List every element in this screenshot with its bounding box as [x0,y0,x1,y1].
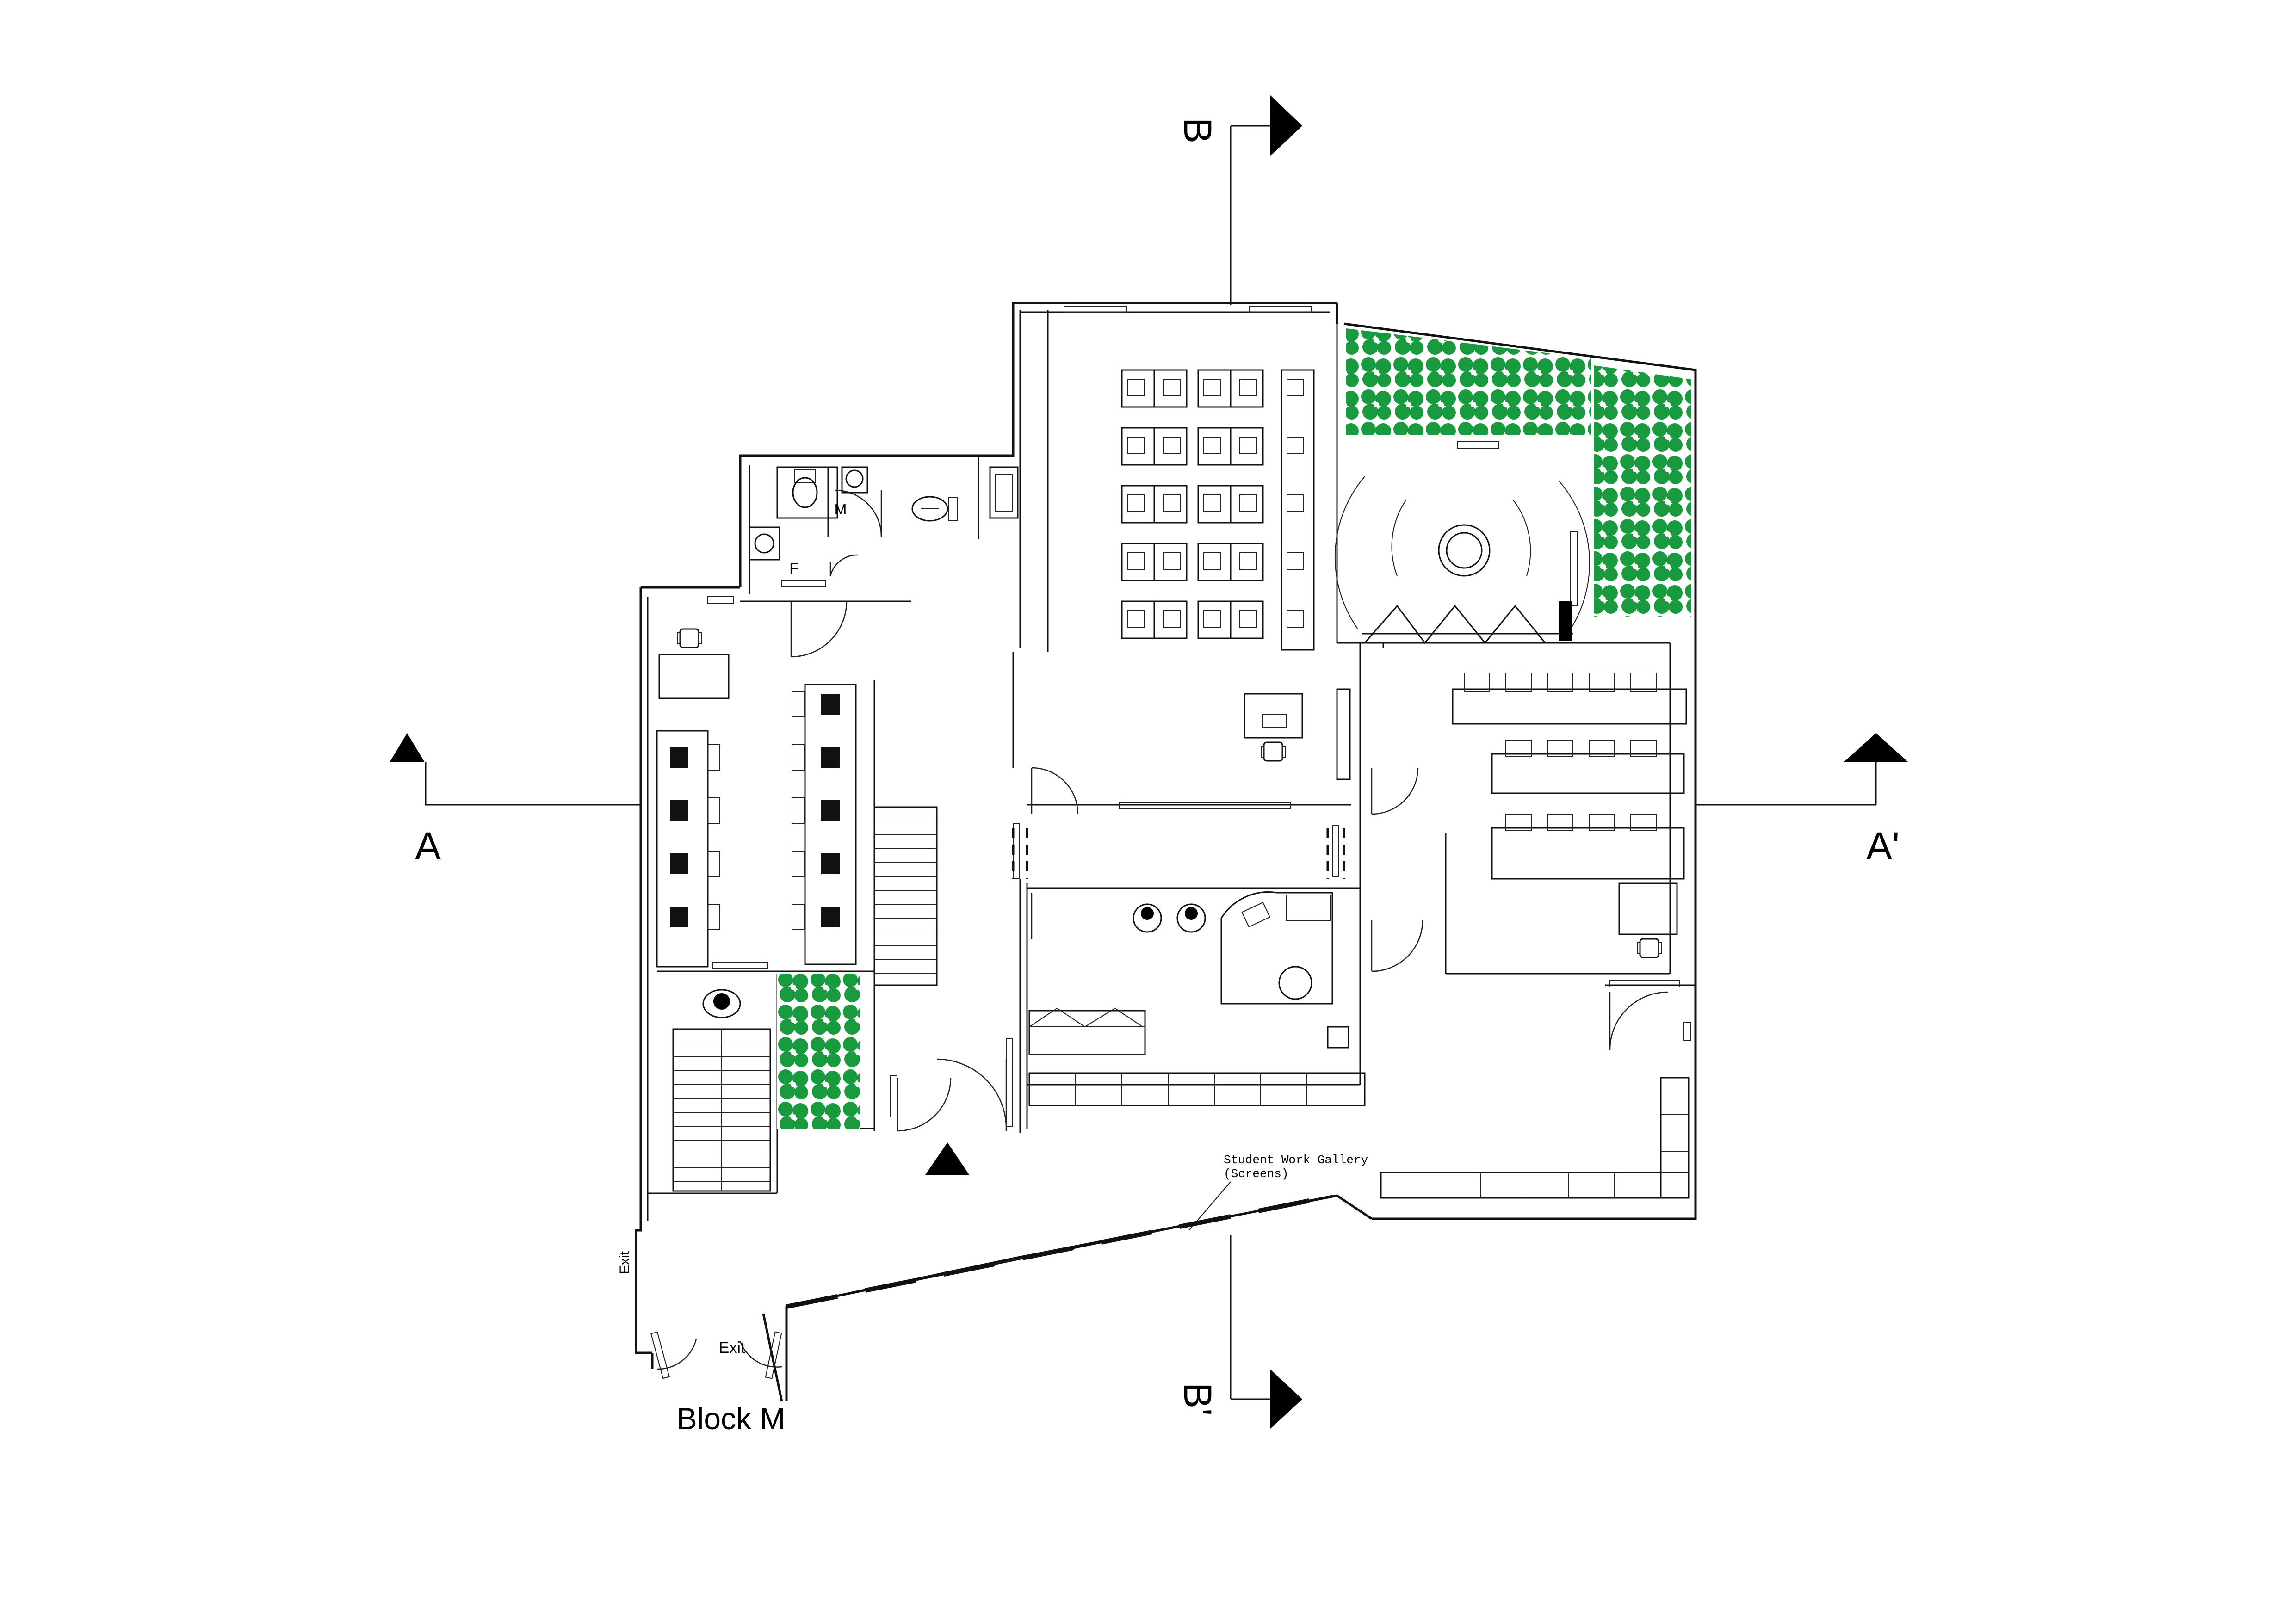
person-figure [702,989,741,1018]
doors [650,489,1668,1379]
entry-arrow [925,1142,969,1175]
section-label-a: A [415,824,441,868]
section-label-b: B [1176,117,1219,143]
classroom-right [1452,673,1687,958]
section-marker-a-left [390,733,641,806]
planting-bed-left [777,974,860,1129]
lockers [1028,1072,1366,1106]
exit-label-bottom: Exit [719,1339,745,1357]
section-marker-a-right [1696,733,1908,806]
exterior-walls [635,302,1697,1402]
exit-label-vertical: Exit [617,1251,632,1274]
corridor-openings [1012,828,1345,879]
computer-lab [1121,369,1351,780]
windows [707,306,1691,1127]
section-marker-b-bottom [1230,1235,1302,1429]
amphitheatre [1334,476,1590,644]
planting-top-right [1346,328,1691,617]
section-label-a-prime: A' [1866,824,1900,868]
toilets [749,466,1019,561]
gallery-label-line2: (Screens) [1224,1167,1288,1181]
gallery-leader [1188,1181,1231,1231]
toilet-label-female: F [789,560,798,577]
classroom-left [656,628,857,968]
gallery-label-line1: Student Work Gallery [1224,1153,1368,1167]
section-marker-b-top [1230,95,1302,305]
toilet-label-male: M [835,501,847,518]
office [1028,891,1349,1055]
block-label: Block M [677,1401,786,1436]
section-label-b-prime: B' [1176,1382,1219,1416]
gallery-screens [786,1077,1690,1307]
stairs [672,806,938,1192]
